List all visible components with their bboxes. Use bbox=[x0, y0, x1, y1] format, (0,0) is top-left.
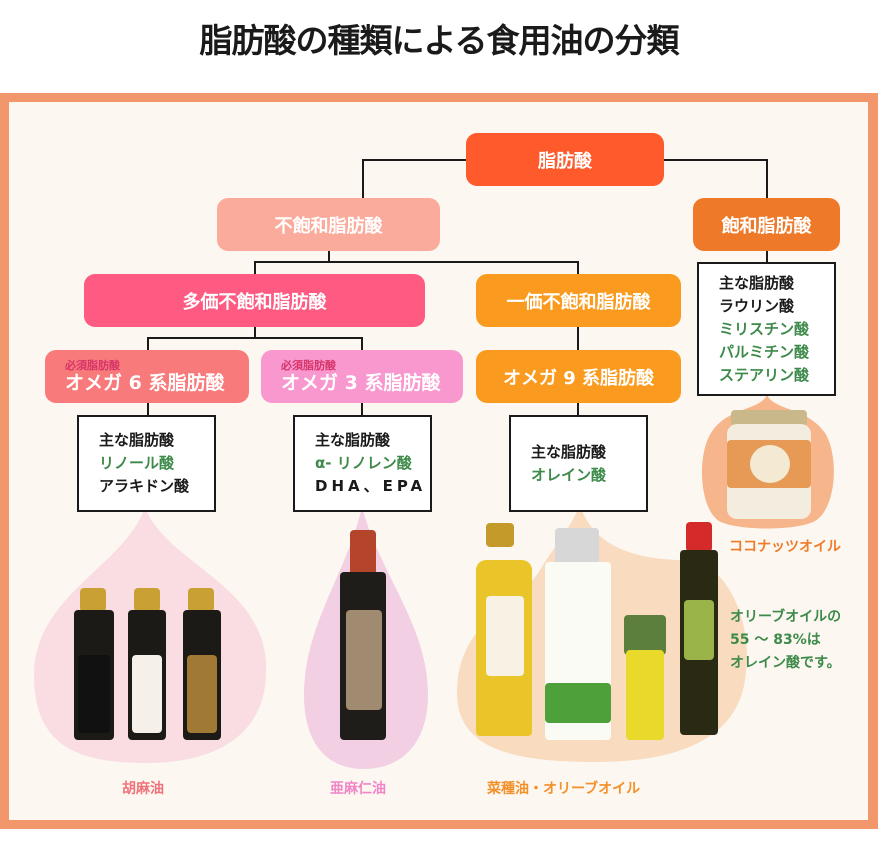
node-omega6: 必須脂肪酸 オメガ 6 系脂肪酸 bbox=[45, 350, 249, 403]
essential-label: 必須脂肪酸 bbox=[281, 359, 336, 372]
node-saturated: 飽和脂肪酸 bbox=[693, 198, 840, 251]
node-monounsaturated: 一価不飽和脂肪酸 bbox=[476, 274, 681, 327]
olive-oil-note: オリーブオイルの 55 ～ 83%は オレイン酸です。 bbox=[730, 606, 841, 675]
connector bbox=[361, 403, 363, 416]
page-title: 脂肪酸の種類による食用油の分類 bbox=[199, 21, 679, 60]
acid-box-omega3: 主な脂肪酸 α- リノレン酸 DHA、EPA bbox=[293, 415, 432, 512]
connector bbox=[766, 159, 768, 199]
acid-box-saturated: 主な脂肪酸 ラウリン酸 ミリスチン酸 パルミチン酸 ステアリン酸 bbox=[697, 262, 836, 396]
note-line: 55 ～ 83%は bbox=[730, 632, 821, 648]
connector bbox=[361, 337, 363, 351]
connector bbox=[766, 251, 768, 263]
node-polyunsaturated: 多価不飽和脂肪酸 bbox=[84, 274, 425, 327]
acid-item: アラキドン酸 bbox=[99, 477, 190, 495]
flaxseed-oil-label: 亜麻仁油 bbox=[330, 781, 386, 797]
coconut-oil-label: ココナッツオイル bbox=[729, 539, 841, 555]
connector bbox=[363, 159, 466, 161]
connector bbox=[577, 261, 579, 275]
acid-heading: 主な脂肪酸 bbox=[719, 273, 795, 292]
connector bbox=[577, 403, 579, 416]
connector bbox=[147, 403, 149, 416]
omega3-label: オメガ 3 系脂肪酸 bbox=[281, 372, 441, 394]
rapeseed-olive-label: 菜種油・オリーブオイル bbox=[487, 781, 641, 797]
acid-item: α- リノレン酸 bbox=[315, 454, 412, 472]
connector bbox=[328, 251, 330, 263]
acid-item: オレイン酸 bbox=[531, 465, 607, 484]
connector bbox=[664, 159, 768, 161]
node-omega3: 必須脂肪酸 オメガ 3 系脂肪酸 bbox=[261, 350, 463, 403]
acid-item: ラウリン酸 bbox=[719, 296, 795, 315]
sesame-oil-label: 胡麻油 bbox=[122, 781, 164, 797]
connector bbox=[577, 327, 579, 351]
acid-heading: 主な脂肪酸 bbox=[531, 442, 607, 461]
acid-item: DHA、EPA bbox=[315, 477, 427, 495]
acid-heading: 主な脂肪酸 bbox=[99, 431, 175, 449]
connector bbox=[254, 261, 256, 275]
acid-heading: 主な脂肪酸 bbox=[315, 431, 391, 449]
omega6-label: オメガ 6 系脂肪酸 bbox=[65, 372, 225, 394]
note-line: オリーブオイルの bbox=[730, 609, 842, 625]
acid-box-omega9: 主な脂肪酸 オレイン酸 bbox=[509, 415, 648, 512]
connector bbox=[147, 337, 363, 339]
node-unsaturated: 不飽和脂肪酸 bbox=[217, 198, 440, 251]
acid-item: パルミチン酸 bbox=[719, 342, 810, 361]
connector bbox=[147, 337, 149, 351]
connector bbox=[254, 327, 256, 339]
node-fatty-acid: 脂肪酸 bbox=[466, 133, 664, 186]
acid-item: ステアリン酸 bbox=[719, 365, 810, 384]
acid-item: ミリスチン酸 bbox=[719, 319, 810, 338]
acid-item: リノール酸 bbox=[99, 454, 175, 472]
note-line: オレイン酸です。 bbox=[730, 655, 841, 671]
essential-label: 必須脂肪酸 bbox=[65, 359, 120, 372]
connector bbox=[254, 261, 579, 263]
connector bbox=[362, 159, 364, 199]
node-omega9: オメガ 9 系脂肪酸 bbox=[476, 350, 681, 403]
acid-box-omega6: 主な脂肪酸 リノール酸 アラキドン酸 bbox=[77, 415, 216, 512]
